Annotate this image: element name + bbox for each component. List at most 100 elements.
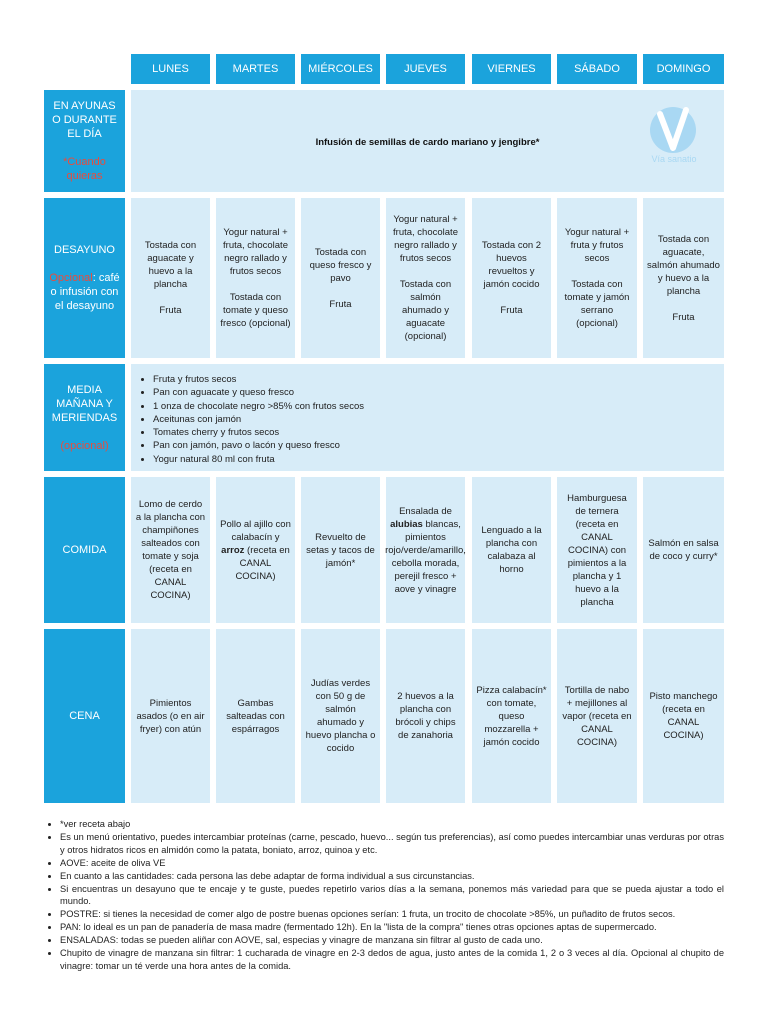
day-header-miercoles: MIÉRCOLES — [301, 54, 380, 84]
note-item: ENSALADAS: todas se pueden aliñar con AO… — [60, 934, 724, 947]
breakfast-domingo: Tostada con aguacate, salmón ahumado y h… — [643, 198, 724, 358]
lunch-lunes: Lomo de cerdo a la plancha con champiñon… — [131, 477, 210, 623]
note-item: POSTRE: si tienes la necesidad de comer … — [60, 908, 724, 921]
breakfast-martes-main: Yogur natural + fruta, chocolate negro r… — [223, 227, 288, 277]
note-item: Si encuentras un desayuno que te encaje … — [60, 883, 724, 909]
snack-item: 1 onza de chocolate negro >85% con fruto… — [153, 400, 724, 413]
snacks-label: MEDIA MAÑANA Y MERIENDAS — [51, 383, 118, 424]
snack-item: Tomates cherry y frutos secos — [153, 426, 724, 439]
breakfast-lunes-main: Tostada con aguacate y huevo a la planch… — [144, 240, 197, 290]
fasting-text: Infusión de semillas de cardo mariano y … — [315, 137, 540, 148]
dinner-martes: Gambas salteadas con espárragos — [216, 629, 295, 803]
breakfast-sublabel-rest: : café o infusión con el desayuno — [50, 272, 120, 312]
breakfast-martes: Yogur natural + fruta, chocolate negro r… — [216, 198, 295, 358]
note-item: *ver receta abajo — [60, 818, 724, 831]
dinner-miercoles: Judías verdes con 50 g de salmón ahumado… — [301, 629, 380, 803]
snack-item: Pan con aguacate y queso fresco — [153, 386, 724, 399]
via-sanatio-logo: Vía sanatio — [644, 104, 702, 164]
lunch-sabado-text: Hamburguesa de ternera (receta en CANAL … — [567, 492, 627, 608]
note-item: En cuanto a las cantidades: cada persona… — [60, 870, 724, 883]
notes-section: *ver receta abajo Es un menú orientativo… — [44, 818, 724, 973]
dinner-sabado: Tortilla de nabo + mejillones al vapor (… — [557, 629, 637, 803]
lunch-domingo: Salmón en salsa de coco y curry* — [643, 477, 724, 623]
breakfast-jueves: Yogur natural + fruta, chocolate negro r… — [386, 198, 465, 358]
fasting-sublabel: *Cuando quieras — [63, 156, 106, 182]
lunch-jueves: Ensalada de alubias blancas, pimientos r… — [385, 477, 466, 623]
note-item: Es un menú orientativo, puedes intercamb… — [60, 831, 724, 857]
lunch-label: COMIDA — [62, 544, 107, 556]
snack-item: Pan con jamón, pavo o lacón y queso fres… — [153, 439, 724, 452]
dinner-viernes: Pizza calabacín* con tomate, queso mozza… — [472, 629, 551, 803]
breakfast-sublabel-optional: Opcional — [49, 272, 93, 284]
snacks-cell: Fruta y frutos secos Pan con aguacate y … — [131, 364, 724, 471]
dinner-jueves-text: 2 huevos a la plancha con brócoli y chip… — [395, 691, 456, 741]
lunch-martes-part2: (receta en CANAL COCINA) — [235, 544, 290, 582]
lunch-viernes-text: Lenguado a la plancha con calabaza al ho… — [481, 525, 542, 575]
lunch-jueves-part2: blancas, pimientos rojo/verde/amarillo, … — [385, 518, 466, 595]
snacks-sublabel: (opcional) — [60, 439, 109, 452]
breakfast-label: DESAYUNO — [54, 244, 115, 256]
lunch-martes-text: Pollo al ajillo con calabacín y arroz (r… — [220, 518, 291, 583]
breakfast-viernes: Tostada con 2 huevos revueltos y jamón c… — [472, 198, 551, 358]
lunch-jueves-text: Ensalada de alubias blancas, pimientos r… — [385, 505, 466, 596]
lunch-jueves-part1: Ensalada de — [399, 505, 452, 517]
day-header-jueves: JUEVES — [386, 54, 465, 84]
logo-v-icon — [650, 107, 696, 153]
lunch-martes-bold: arroz — [221, 544, 245, 556]
row-label-snacks: MEDIA MAÑANA Y MERIENDAS (opcional) — [44, 364, 125, 471]
dinner-label: CENA — [69, 710, 100, 722]
breakfast-viernes-main: Tostada con 2 huevos revueltos y jamón c… — [481, 240, 542, 290]
note-item: Chupito de vinagre de manzana sin filtra… — [60, 947, 724, 973]
dinner-martes-text: Gambas salteadas con espárragos — [226, 697, 285, 735]
logo-text: Vía sanatio — [651, 154, 697, 164]
lunch-martes-part1: Pollo al ajillo con calabacín y — [220, 518, 291, 543]
row-label-fasting: EN AYUNAS O DURANTE EL DÍA *Cuando quier… — [44, 90, 125, 192]
dinner-viernes-text: Pizza calabacín* con tomate, queso mozza… — [476, 684, 547, 748]
breakfast-viernes-extra: Fruta — [500, 305, 523, 316]
breakfast-lunes: Tostada con aguacate y huevo a la planch… — [131, 198, 210, 358]
lunch-miercoles: Revuelto de setas y tacos de jamón* — [301, 477, 380, 623]
breakfast-sublabel: Opcional: café o infusión con el desayun… — [44, 271, 125, 313]
snack-item: Yogur natural 80 ml con fruta — [153, 453, 724, 466]
snack-item: Fruta y frutos secos — [153, 373, 724, 386]
breakfast-jueves-extra: Tostada con salmón ahumado y aguacate (o… — [399, 279, 452, 342]
fasting-cell: Infusión de semillas de cardo mariano y … — [131, 90, 724, 192]
notes-list: *ver receta abajo Es un menú orientativo… — [44, 818, 724, 973]
breakfast-sabado-main: Yogur natural + fruta y frutos secos — [564, 227, 630, 264]
dinner-sabado-text: Tortilla de nabo + mejillones al vapor (… — [562, 684, 632, 748]
day-header-viernes: VIERNES — [472, 54, 551, 84]
day-header-domingo: DOMINGO — [643, 54, 724, 84]
lunch-lunes-text: Lomo de cerdo a la plancha con champiñon… — [135, 499, 206, 601]
row-label-dinner: CENA — [44, 629, 125, 803]
lunch-domingo-text: Salmón en salsa de coco y curry* — [648, 538, 719, 562]
breakfast-lunes-extra: Fruta — [159, 305, 182, 316]
fasting-label: EN AYUNAS O DURANTE EL DÍA — [52, 100, 117, 140]
breakfast-miercoles-extra: Fruta — [329, 298, 352, 310]
note-item: PAN: lo ideal es un pan de panadería de … — [60, 921, 724, 934]
breakfast-jueves-main: Yogur natural + fruta, chocolate negro r… — [393, 214, 458, 264]
day-header-lunes: LUNES — [131, 54, 210, 84]
dinner-domingo: Pisto manchego (receta en CANAL COCINA) — [643, 629, 724, 803]
snacks-list: Fruta y frutos secos Pan con aguacate y … — [131, 373, 724, 466]
day-header-sabado: SÁBADO — [557, 54, 637, 84]
breakfast-domingo-extra: Fruta — [672, 311, 695, 323]
breakfast-sabado-extra: Tostada con tomate y jamón serrano (opci… — [564, 279, 630, 329]
breakfast-miercoles-main: Tostada con queso fresco y pavo — [309, 246, 372, 284]
note-item: AOVE: aceite de oliva VE — [60, 857, 724, 870]
lunch-jueves-bold: alubias — [390, 518, 423, 530]
dinner-domingo-text: Pisto manchego (receta en CANAL COCINA) — [649, 691, 718, 741]
row-label-lunch: COMIDA — [44, 477, 125, 623]
day-header-martes: MARTES — [216, 54, 295, 84]
lunch-miercoles-text: Revuelto de setas y tacos de jamón* — [306, 531, 375, 569]
row-label-breakfast: DESAYUNO Opcional: café o infusión con e… — [44, 198, 125, 358]
snack-item: Aceitunas con jamón — [153, 413, 724, 426]
dinner-lunes-text: Pimientos asados (o en air fryer) con at… — [136, 697, 205, 735]
lunch-martes: Pollo al ajillo con calabacín y arroz (r… — [216, 477, 295, 623]
lunch-sabado: Hamburguesa de ternera (receta en CANAL … — [557, 477, 637, 623]
breakfast-martes-extra: Tostada con tomate y queso fresco (opcio… — [220, 292, 291, 329]
lunch-viernes: Lenguado a la plancha con calabaza al ho… — [472, 477, 551, 623]
breakfast-domingo-main: Tostada con aguacate, salmón ahumado y h… — [647, 233, 720, 297]
dinner-lunes: Pimientos asados (o en air fryer) con at… — [131, 629, 210, 803]
